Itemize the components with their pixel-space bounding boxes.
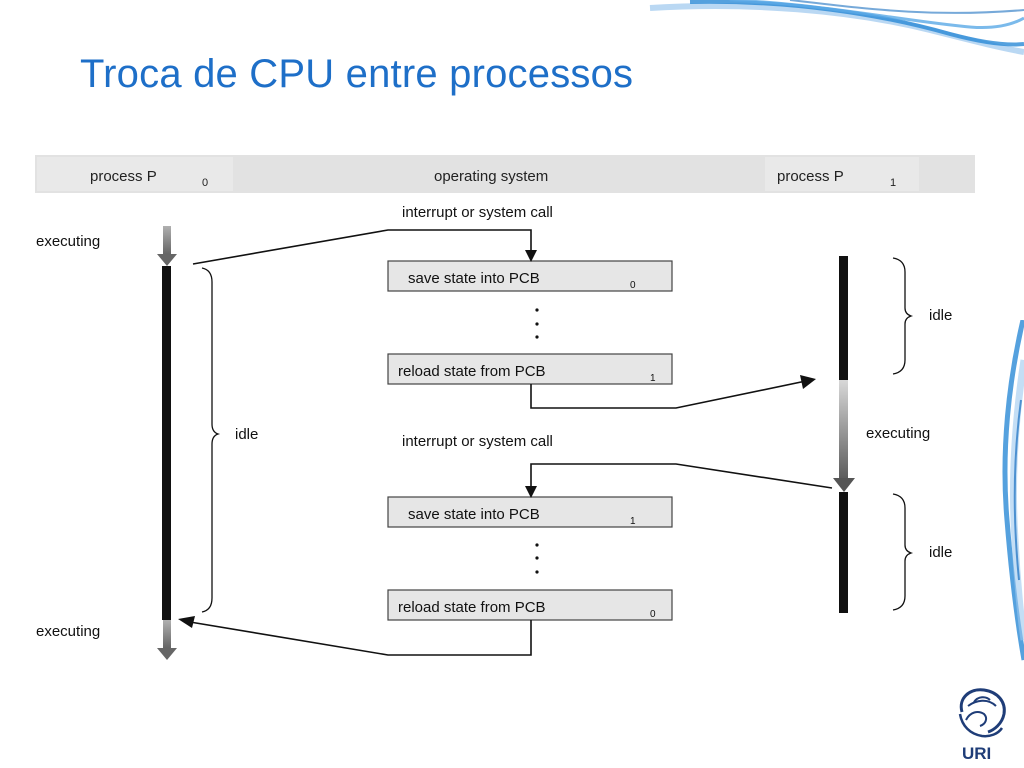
connector-p1-to-save-pcb1 [530,463,833,490]
box-save-pcb1-sub: 1 [630,516,636,527]
p1-idle-bar-top [839,256,848,380]
ellipsis-dot [535,543,539,547]
header-p1-label: process P [777,168,844,185]
box-save-pcb1 [387,496,673,528]
ellipsis-dot [535,556,539,560]
uri-logo-text: URI [962,744,992,763]
header-p1-sub: 1 [890,177,896,189]
p0-idle-label: idle [235,426,258,443]
interrupt-label-top: interrupt or system call [402,204,553,221]
p1-idle-brace-top [892,257,914,375]
uri-logo-icon [958,688,1006,738]
connector-reload-pcb0-to-p0 [189,620,532,656]
p0-exec-arrow-top-head [157,254,177,266]
box-save-pcb0 [387,260,673,292]
header-cell-p0 [37,157,233,191]
box-reload-pcb0-text: reload state from PCB [398,599,546,616]
p0-executing-top-label: executing [36,233,100,250]
box-reload-pcb1-text: reload state from PCB [398,363,546,380]
arrowhead-right [800,375,816,389]
p1-exec-arrow-head [833,478,855,492]
interrupt-label-mid: interrupt or system call [402,433,553,450]
connector-p0-to-save-pcb0 [192,229,532,265]
box-save-pcb0-text: save state into PCB [408,270,540,287]
p0-idle-brace [201,267,221,613]
p0-idle-bar [162,266,171,620]
p1-idle-bottom-label: idle [929,544,952,561]
ellipsis-dot [535,322,539,326]
p0-executing-bottom-label: executing [36,623,100,640]
decorative-swirl-right [1002,320,1024,661]
box-reload-pcb0-sub: 0 [650,609,656,620]
p1-exec-bar [839,380,848,480]
header-p0-sub: 0 [202,177,208,189]
p1-idle-bar-bottom [839,492,848,613]
arrowhead-left [178,616,195,628]
ellipsis-dot [535,308,539,312]
box-reload-pcb1 [387,353,673,385]
p1-executing-label: executing [866,425,930,442]
box-save-pcb0-sub: 0 [630,280,636,291]
arrowhead-down [525,486,537,498]
p1-idle-top-label: idle [929,307,952,324]
p1-idle-brace-bottom [892,493,914,611]
header-os-label: operating system [434,168,548,185]
arrowhead-down [525,250,537,262]
box-reload-pcb0 [387,589,673,621]
header-cell-p1 [765,157,919,191]
connector-reload-pcb1-to-p1 [530,380,807,409]
box-save-pcb1-text: save state into PCB [408,506,540,523]
ellipsis-dot [535,335,539,339]
header-p0-label: process P [90,168,157,185]
box-reload-pcb1-sub: 1 [650,373,656,384]
p0-exec-arrow-bottom-shaft [163,620,171,650]
decorative-swirl-top [649,0,1024,55]
slide-title: Troca de CPU entre processos [80,52,634,96]
ellipsis-dot [535,570,539,574]
p0-exec-arrow-top-shaft [163,226,171,256]
p0-exec-arrow-bottom-head [157,648,177,660]
